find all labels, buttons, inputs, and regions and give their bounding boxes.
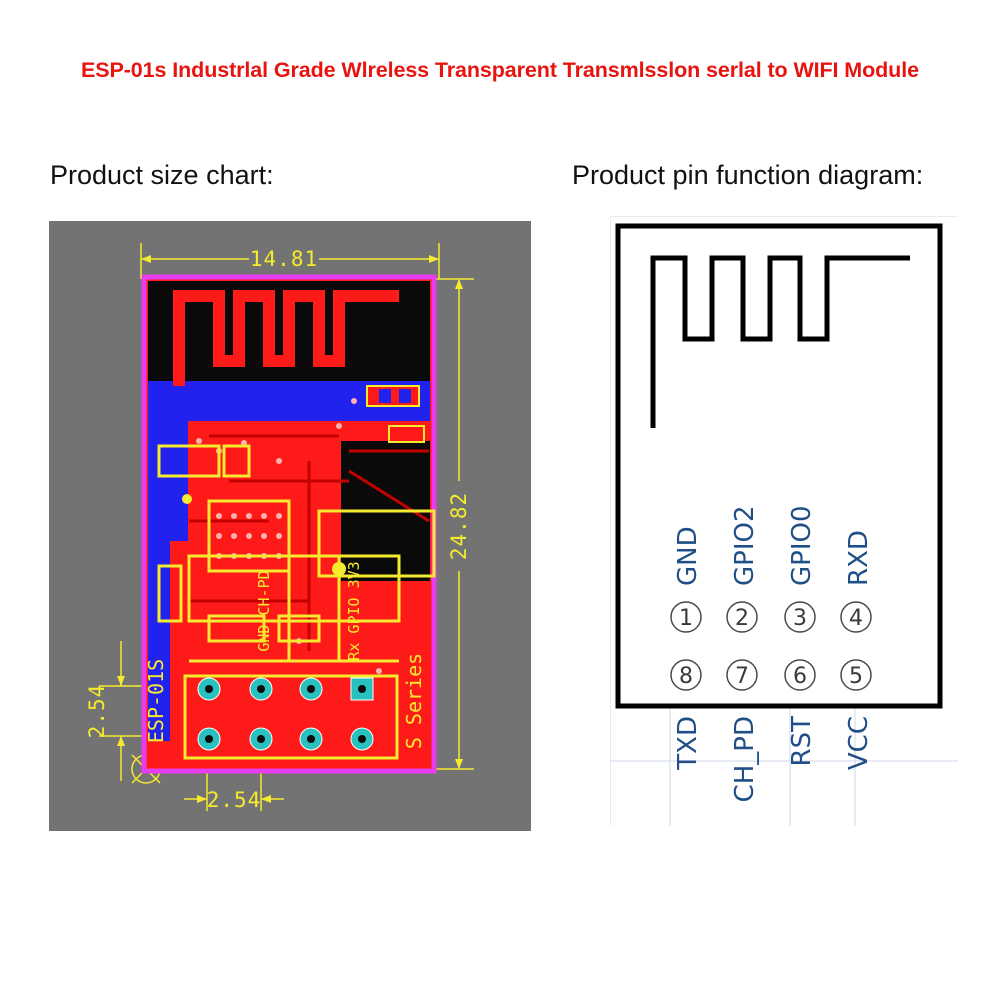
pin-6-number: 6 — [793, 664, 807, 689]
grid-lines — [609, 215, 958, 826]
pin-5-number: 5 — [849, 664, 863, 689]
size-chart-heading: Product size chart: — [50, 160, 274, 190]
pin-diagram-heading: Product pin function diagram: — [572, 160, 924, 190]
pin-4-label: RXD — [844, 530, 874, 586]
pin-2-label: GPIO2 — [730, 505, 760, 586]
silk-series-label: S Series — [402, 653, 426, 749]
antenna-outline — [650, 255, 910, 428]
pcb-drawing: 14.81 24.82 2.54 2.54 — [85, 243, 474, 812]
pin-1-number: 1 — [679, 606, 693, 631]
pcb-antenna-trace — [173, 290, 399, 386]
pin-4-number: 4 — [849, 606, 863, 631]
silk-model-label: ESP-01S — [144, 659, 168, 743]
height-dimension-label: 24.82 — [447, 492, 471, 560]
header-pads — [197, 677, 374, 751]
page-title: ESP-01s Industrlal Grade Wlreless Transp… — [81, 58, 919, 82]
pcb-size-chart: 14.81 24.82 2.54 2.54 — [49, 221, 531, 831]
pitch-horizontal-label: 2.54 — [207, 788, 262, 812]
pin-3-label: GPIO0 — [787, 505, 817, 586]
pin-2-number: 2 — [735, 606, 749, 631]
pitch-vertical-label: 2.54 — [85, 684, 109, 739]
silk-pin-labels-2: GND CH-PD — [255, 570, 273, 651]
pin-6-label: RST — [787, 716, 817, 767]
silk-pin-labels-1: Rx GPIO 3V3 — [345, 561, 363, 660]
pin-5-label: VCC — [844, 716, 874, 770]
pin-function-diagram: GND GPIO2 GPIO0 RXD 1 2 3 4 8 7 6 5 TXD … — [609, 215, 958, 826]
pinout-drawing: GND GPIO2 GPIO0 RXD 1 2 3 4 8 7 6 5 TXD … — [609, 215, 958, 826]
chip-outline — [207, 499, 291, 573]
pin-7-label: CH_PD — [730, 716, 760, 802]
dimension-arrows — [117, 255, 463, 803]
pin-1-label: GND — [673, 526, 703, 586]
pin-8-number: 8 — [679, 664, 693, 689]
pin-8-label: TXD — [673, 716, 703, 771]
width-dimension-label: 14.81 — [250, 247, 318, 271]
pin-7-number: 7 — [735, 664, 749, 689]
module-outline — [615, 223, 943, 709]
pin-3-number: 3 — [793, 606, 807, 631]
